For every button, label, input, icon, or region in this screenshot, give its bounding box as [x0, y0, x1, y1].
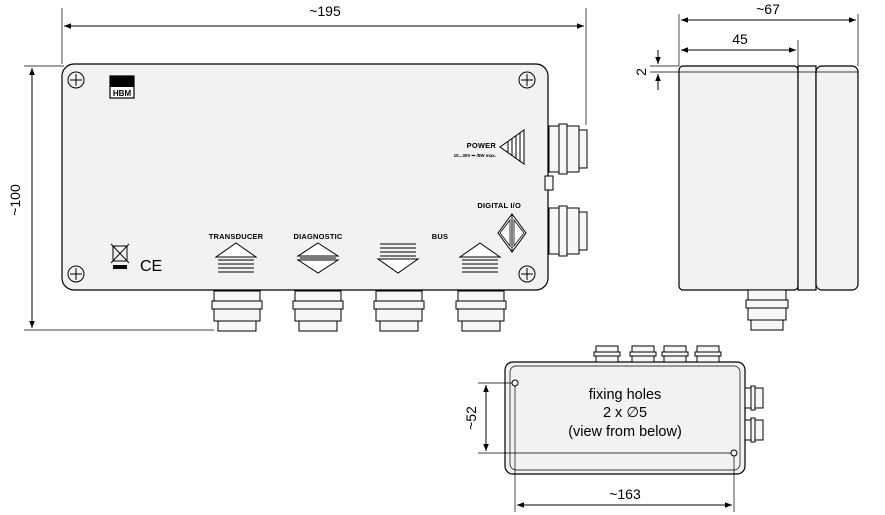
right-connectors	[744, 385, 764, 443]
power-label: POWER	[467, 141, 497, 150]
view-from-below-note: (view from below)	[568, 424, 682, 440]
side-connectors	[544, 123, 588, 257]
fixing-holes-note: fixing holes	[589, 387, 662, 403]
diagnostic-label: DIAGNOSTIC	[293, 232, 342, 241]
hbm-logo: HBM	[109, 75, 135, 99]
depth-label: ~67	[756, 1, 780, 17]
transducer-label: TRANSDUCER	[209, 232, 264, 241]
side-view: ~67 45 2	[633, 1, 859, 331]
bottom-view: ~52 ~163 fixing holes 2 x ∅5 (view from …	[463, 345, 764, 512]
connector	[373, 290, 425, 332]
bottom-height-label: ~52	[463, 406, 479, 430]
dim-overall-width: ~195	[61, 3, 587, 125]
housing-bottom	[504, 361, 746, 475]
digital-io-port-icon	[497, 213, 527, 253]
weee-icon	[110, 243, 130, 269]
inner-depth-label: 45	[732, 31, 748, 47]
connector	[292, 290, 344, 332]
bus-port-icon	[458, 242, 502, 273]
top-connectors	[593, 345, 722, 363]
vent-plug	[544, 175, 554, 191]
fixing-holes-count: 2 x ∅5	[603, 405, 647, 421]
power-port-icon	[499, 129, 525, 165]
power-rating: 10...30V ⎓ /5W max.	[454, 153, 496, 158]
housing-body-side	[678, 65, 799, 291]
ce-mark: CE	[140, 258, 162, 275]
height-label: ~100	[7, 184, 23, 216]
digital-io-label: DIGITAL I/O	[477, 201, 521, 210]
connector	[548, 123, 588, 175]
svg-text:HBM: HBM	[113, 89, 132, 98]
bottom-connectors	[211, 290, 507, 332]
connector	[455, 290, 507, 332]
connector	[211, 290, 263, 332]
front-view: ~195 ~100 HBM CE	[7, 3, 588, 332]
connector	[548, 205, 588, 257]
housing-lid-side	[797, 65, 817, 291]
lid-label: 2	[633, 68, 649, 76]
housing-cover-side	[815, 65, 859, 291]
diagnostic-port-icon	[296, 242, 340, 274]
bottom-width-label: ~163	[609, 486, 641, 502]
connector	[745, 289, 789, 331]
bus-label: BUS	[432, 232, 448, 241]
screw-icon	[67, 71, 536, 283]
transducer-port-icon	[214, 242, 258, 273]
width-label: ~195	[309, 3, 341, 19]
dim-overall-height: ~100	[7, 65, 214, 331]
output-port-icon	[376, 243, 420, 274]
